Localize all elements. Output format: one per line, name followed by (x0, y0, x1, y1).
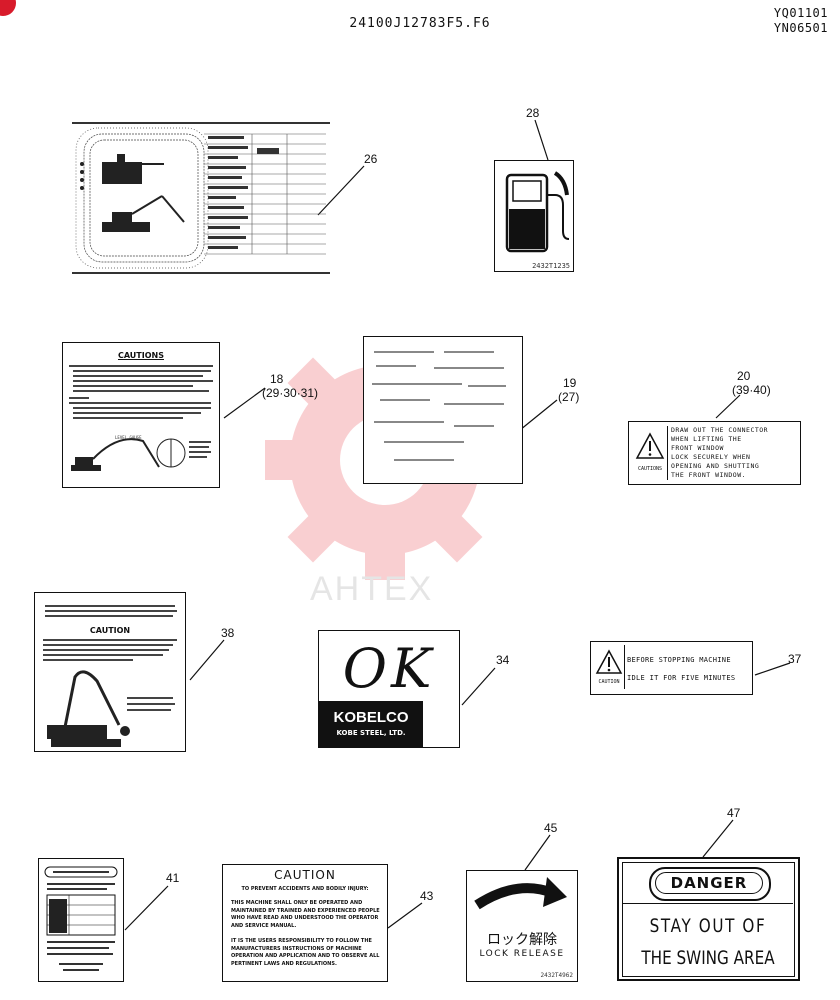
connector-line-3: FRONT WINDOW (671, 444, 724, 452)
cautions-title: CAUTIONS (117, 351, 164, 360)
decal-41-chart (38, 858, 124, 982)
cautions-text-lines (69, 365, 213, 419)
callout-20: 20 (737, 369, 751, 383)
decal-19-faded (363, 336, 523, 484)
danger-divider (622, 903, 793, 904)
decal-47-danger: DANGER STAY OUT OF THE SWING AREA (617, 857, 800, 981)
connector-caution-badge: CAUTIONS (637, 466, 663, 472)
curved-arrow-icon (474, 877, 567, 910)
connector-caution-badge-area: CAUTIONS (633, 426, 668, 480)
callout-19-alt: (27) (558, 390, 580, 404)
danger-badge: DANGER (655, 872, 763, 894)
part-number: 24100J12783F5.F6 (349, 16, 491, 31)
kobelco-company: KOBE STEEL, LTD. (336, 729, 406, 737)
caution43-subtitle: TO PREVENT ACCIDENTS AND BODILY INJURY: (241, 886, 369, 892)
callout-20-alt: (39·40) (732, 383, 771, 397)
caution43-paragraph-2: IT IS THE USERS RESPONSIBILITY TO FOLLOW… (231, 938, 380, 967)
connector-line-5: OPENING AND SHUTTING (671, 462, 760, 470)
callout-47: 47 (727, 806, 741, 820)
callout-19: 19 (563, 376, 577, 390)
code-top: YQ01101 (773, 6, 828, 20)
callout-18: 18 (270, 372, 284, 386)
danger-line-2: THE SWING AREA (641, 947, 775, 969)
warning-triangle-icon-2 (595, 649, 623, 674)
danger-line-1: STAY OUT OF (649, 915, 767, 937)
lock-release-jp: ロック解除 (487, 932, 557, 948)
fuel-pump-icon (505, 171, 570, 253)
callout-34: 34 (496, 653, 510, 667)
decal-38-caution: CAUTION (34, 592, 186, 752)
watermark-text: AHTEX (310, 570, 434, 608)
faded-text-pattern (372, 351, 506, 461)
caution43-title: CAUTION (274, 868, 336, 882)
connector-line-4: LOCK SECURELY WHEN (671, 453, 751, 461)
callout-45: 45 (544, 821, 558, 835)
caution38-header-lines (45, 605, 177, 617)
decal-34-kobelco: OK KOBELCO KOBE STEEL, LTD. (318, 630, 460, 748)
decal-37-idle-caution: CAUTION BEFORE STOPPING MACHINE IDLE IT … (590, 641, 753, 695)
kobelco-brand: KOBELCO (333, 709, 409, 726)
caution38-body (43, 639, 177, 747)
connector-line-2: WHEN LIFTING THE (671, 435, 742, 443)
idle-line-2: IDLE IT FOR FIVE MINUTES (627, 674, 736, 682)
callout-37: 37 (788, 652, 802, 666)
fuel-decal-code: 2432T1235 (532, 262, 570, 270)
decal-18-cautions: CAUTIONS LEVEL GAUGE (62, 342, 220, 488)
decal-28-fuel: 2432T1235 (494, 160, 574, 272)
connector-line-1: DRAW OUT THE CONNECTOR (671, 426, 769, 434)
idle-caution-badge-area: CAUTION (594, 645, 625, 689)
lock-release-code: 2432T4962 (540, 972, 573, 979)
level-gauge-label: LEVEL GAUGE (115, 435, 142, 440)
idle-line-1: BEFORE STOPPING MACHINE (627, 656, 731, 664)
caution43-paragraph-1: THIS MACHINE SHALL ONLY BE OPERATED AND … (231, 900, 380, 929)
code-bottom: YN06501 (773, 21, 828, 35)
warning-triangle-icon (635, 432, 665, 459)
connector-caution-text: DRAW OUT THE CONNECTOR WHEN LIFTING THE … (671, 426, 768, 480)
decal-26-lubrication-chart (72, 122, 330, 274)
decal-45-lock-release: ロック解除 LOCK RELEASE 2432T4962 (466, 870, 578, 982)
decal-43-caution: CAUTION TO PREVENT ACCIDENTS AND BODILY … (222, 864, 388, 982)
idle-caution-badge: CAUTION (598, 679, 620, 685)
callout-41: 41 (166, 871, 180, 885)
excavator-level-drawing (71, 438, 211, 471)
decal41-drawing (44, 866, 118, 971)
lock-release-en: LOCK RELEASE (479, 949, 565, 959)
callout-18-alt: (29·30·31) (262, 386, 319, 400)
danger-badge-outline: DANGER (649, 867, 771, 901)
danger-inner-border (622, 862, 795, 977)
caution38-title: CAUTION (89, 626, 131, 635)
callout-28: 28 (526, 106, 540, 120)
kobelco-brand-block: KOBELCO KOBE STEEL, LTD. (319, 701, 423, 747)
callout-26: 26 (364, 152, 378, 166)
callout-38: 38 (221, 626, 235, 640)
connector-line-6: THE FRONT WINDOW. (671, 471, 747, 479)
decal-20-connector-caution: CAUTIONS DRAW OUT THE CONNECTOR WHEN LIF… (628, 421, 801, 485)
callout-43: 43 (420, 889, 434, 903)
lubrication-chart-drawing (75, 127, 326, 269)
corner-mark (0, 0, 16, 16)
kobelco-ok-mark: OK (342, 637, 436, 700)
